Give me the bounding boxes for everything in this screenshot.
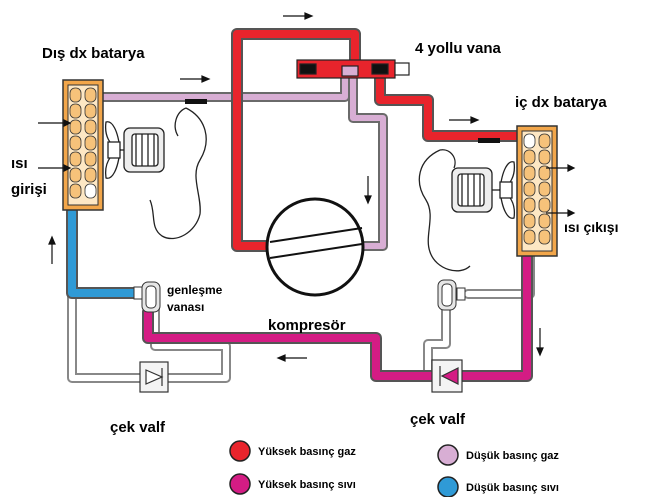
legend-swatch [437, 444, 459, 466]
expansion-valve-label-line-2: vanası [167, 300, 204, 314]
high-pressure-liquid-pipe [142, 249, 533, 382]
arrow-icon [276, 354, 307, 362]
legend-label: Düşük basınç sıvı [466, 482, 559, 494]
arrow-icon [180, 75, 211, 83]
arrow-icon [283, 12, 314, 20]
check-valve-left [139, 361, 169, 393]
heat-input-arrow-icon [38, 119, 72, 127]
indoor-coil [516, 125, 558, 257]
legend: Yüksek basınç gaz Düşük basınç gazYüksek … [229, 440, 559, 497]
check-valve-right-label: çek valf [410, 411, 466, 428]
outdoor-fan [104, 107, 207, 240]
heat-input-arrow-icon [38, 164, 72, 172]
arrow-icon [449, 116, 480, 124]
heat-output-arrow-icon [546, 209, 576, 217]
compressor-label: kompresör [268, 317, 346, 334]
expansion-valve-left [133, 281, 161, 313]
flow-arrows [38, 12, 576, 362]
legend-label: Yüksek basınç gaz [258, 446, 356, 458]
arrow-icon [48, 235, 56, 264]
legend-label: Yüksek basınç sıvı [258, 479, 356, 491]
check-valve-right [431, 359, 463, 393]
legend-swatch [229, 440, 251, 462]
four-way-valve [296, 59, 410, 79]
legend-swatch [229, 473, 251, 495]
heat-output-label: ısı çıkışı [564, 219, 618, 235]
indoor-coil-label: iç dx batarya [515, 94, 607, 111]
connector-stubs [185, 99, 500, 143]
arrow-icon [364, 176, 372, 205]
four-way-valve-label: 4 yollu vana [415, 40, 502, 57]
heat-output-arrow-icon [546, 164, 576, 172]
arrow-icon [536, 328, 544, 357]
heat-input-label-line-1: ısı [11, 155, 28, 172]
pipes [66, 28, 556, 383]
expansion-valve-label-line-1: genleşme [167, 283, 223, 297]
low-pressure-gas-pipe [77, 65, 388, 251]
expansion-valve-right [437, 279, 466, 311]
legend-swatch [437, 476, 459, 497]
heat-input-label-line-2: girişi [11, 181, 47, 198]
legend-label: Düşük basınç gaz [466, 450, 559, 462]
indoor-fan [418, 149, 516, 272]
outdoor-coil [62, 79, 104, 211]
check-valve-left-label: çek valf [110, 419, 166, 436]
high-pressure-gas-pipe [231, 28, 556, 252]
outdoor-coil-label: Dış dx batarya [42, 45, 145, 62]
low-pressure-liquid-pipe [66, 206, 140, 299]
compressor [265, 197, 365, 297]
